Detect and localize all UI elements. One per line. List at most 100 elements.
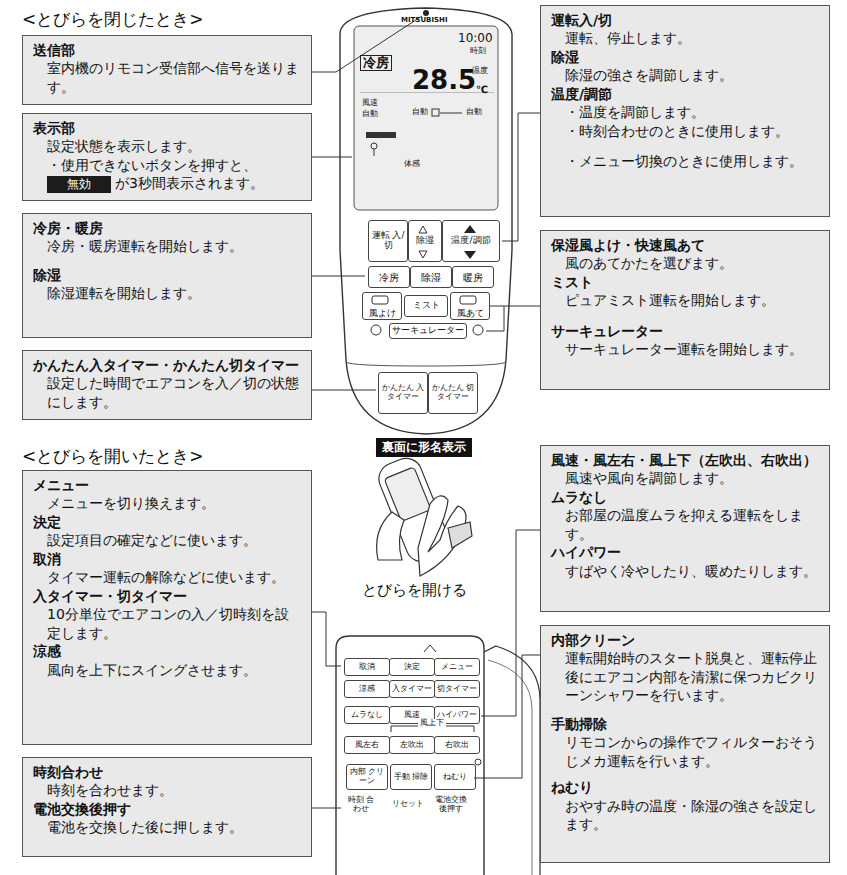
callout-text: 室内機のリモコン受信部へ信号を送ります。 [33, 59, 301, 96]
button-label: ムラなし [351, 711, 383, 720]
callout-box: 内部クリーン運転開始時のスタート脱臭と、運転停止後にエアコン内部を清潔に保つカビ… [540, 625, 830, 863]
callout-heading: 決定 [33, 513, 301, 531]
hand-illustration [374, 454, 472, 576]
callout-heading: 除湿 [551, 48, 819, 66]
remote-button: 決定 [389, 658, 435, 676]
display-panel [354, 26, 498, 210]
callout-text: ・メニュー切換のときに使用します。 [551, 152, 819, 170]
button-label: ミスト [413, 301, 440, 311]
remote-button: 風あて [450, 292, 490, 320]
callout-box: 運転入/切運転、停止します。除湿除湿の強さを調節します。温度/調節・温度を調節し… [540, 5, 830, 217]
callout-text: お部屋の温度ムラを抑える運転をします。 [551, 506, 819, 543]
remote-button: 風よけ [362, 292, 402, 320]
callout-heading: かんたん入タイマー・かんたん切タイマー [33, 356, 301, 374]
button-label: 温度/調節 [451, 236, 490, 246]
display-text: 10:00 [458, 32, 493, 45]
remote-door [488, 660, 532, 875]
callout-heading: 表示部 [33, 119, 301, 137]
display-text: 時刻 [470, 47, 486, 56]
callout-text: が3秒間表示されます。 [115, 175, 264, 191]
button-label: 除湿 [416, 236, 434, 246]
callout-text: メニューを切り換えます。 [33, 494, 301, 512]
leader-lines [312, 16, 540, 808]
callout-text: 除湿運転を開始します。 [33, 284, 301, 302]
remote-button: 運転 入/切 [368, 220, 408, 262]
section-heading: <とびらを閉じたとき> [22, 10, 204, 29]
small-button-label: 電池交換 後押す [434, 796, 468, 814]
button-label: 内部 クリーン [348, 768, 386, 786]
callout-box: 時刻合わせ時刻を合わせます。電池交換後押す電池を交換した後に押します。 [22, 757, 312, 857]
remote-button: サーキュレーター [389, 323, 467, 339]
button-label: 除湿 [421, 272, 441, 283]
callout-text: 設定項目の確定などに使います。 [33, 531, 301, 549]
callout-box: かんたん入タイマー・かんたん切タイマー設定した時間でエアコンを入／切の状態にしま… [22, 350, 312, 420]
callout-text: 風速や風向を調節します。 [551, 469, 819, 487]
remote-button: かんたん 切 タイマー [428, 372, 478, 414]
callout-heading: 入タイマー・切タイマー [33, 587, 301, 605]
callout-text: ・使用できないボタンを押すと、 [33, 156, 301, 174]
up-triangle [419, 226, 427, 233]
button-label: サーキュレーター [392, 326, 464, 336]
callout-text: 風のあてかたを選びます。 [551, 254, 819, 272]
button-label: ねむり [443, 773, 467, 782]
callout-text: サーキュレーター運転を開始します。 [551, 340, 819, 358]
button-label: 風あて [457, 309, 484, 319]
callout-text: 風向を上下にスイングさせます。 [33, 661, 301, 679]
callout-text: ・温度を調節します。 [551, 103, 819, 121]
display-icon [371, 143, 377, 149]
remote-button: 取消 [344, 658, 390, 676]
callout-text: 冷房・暖房運転を開始します。 [33, 237, 301, 255]
callout-heading: 送信部 [33, 41, 301, 59]
callout-text: 設定した時間でエアコンを入／切の状態にします。 [33, 374, 301, 411]
up-mark [424, 645, 436, 652]
button-label: 左吹出 [400, 741, 424, 750]
callout-text: 運転、停止します。 [551, 29, 819, 47]
remote-button: ねむり [434, 764, 476, 790]
callout-text: ・時刻合わせのときに使用します。 [551, 122, 819, 140]
fan-icon [473, 325, 483, 335]
remote-button: ムラなし [344, 706, 390, 724]
remote-button: 左吹出 [389, 736, 435, 754]
callout-box: 冷房・暖房冷房・暖房運転を開始します。除湿除湿運転を開始します。 [22, 213, 312, 338]
remote-button: ミスト [404, 295, 448, 317]
illustration-caption: とびらを開ける [362, 582, 467, 599]
callout-box: 送信部室内機のリモコン受信部へ信号を送ります。 [22, 35, 312, 105]
callout-heading: 風速・風左右・風上下（左吹出、右吹出） [551, 451, 819, 469]
remote-button: 除湿 [408, 220, 442, 262]
button-label: 取消 [359, 663, 375, 672]
section-heading: <とびらを開いたとき> [22, 447, 204, 466]
small-button-label: 時刻 合わせ [344, 796, 378, 814]
callout-text: 運転開始時のスタート脱臭と、運転停止後にエアコン内部を清潔に保つカビクリーンシャ… [551, 649, 819, 704]
callout-text: ピュアミスト運転を開始します。 [551, 291, 819, 309]
up-triangle [464, 225, 476, 233]
callout-heading: 保湿風よけ・快速風あて [551, 236, 819, 254]
callout-heading: 手動掃除 [551, 715, 819, 733]
display-text: ℃ [476, 84, 488, 95]
callout-heading: 除湿 [33, 266, 301, 284]
callout-box: メニューメニューを切り換えます。決定設定項目の確定などに使います。取消タイマー運… [22, 470, 312, 745]
remote-button: 冷房 [368, 266, 410, 288]
callout-heading: ムラなし [551, 488, 819, 506]
callout-text: 10分単位でエアコンの入／切時刻を設定します。 [33, 605, 301, 642]
display-text: 自動 [466, 108, 482, 117]
callout-text: 設定状態を表示します。 [33, 137, 301, 155]
button-label: 涼感 [359, 685, 375, 694]
timer-panel-edge [346, 362, 506, 366]
callout-text: 除湿の強さを調節します。 [551, 66, 819, 84]
button-label: かんたん 入 タイマー [380, 384, 426, 402]
callout-heading: 電池交換後押す [33, 800, 301, 818]
callout-text: リモコンからの操作でフィルターおそうじメカ運転を行います。 [551, 733, 819, 770]
callout-text: タイマー運転の解除などに使います。 [33, 568, 301, 586]
remote-button: 内部 クリーン [346, 764, 388, 790]
down-triangle [419, 251, 427, 258]
callout-box: 風速・風左右・風上下（左吹出、右吹出）風速や風向を調節します。ムラなしお部屋の温… [540, 445, 830, 612]
remote-button: かんたん 入 タイマー [378, 372, 428, 414]
display-icon [440, 113, 462, 114]
fan-icon [371, 325, 381, 335]
status-badge: 無効 [47, 176, 111, 193]
button-label: 風左右 [355, 741, 379, 750]
remote-button: 入タイマー [389, 680, 435, 698]
callout-heading: 冷房・暖房 [33, 219, 301, 237]
remote-button: 除湿 [410, 266, 452, 288]
callout-heading: 取消 [33, 550, 301, 568]
